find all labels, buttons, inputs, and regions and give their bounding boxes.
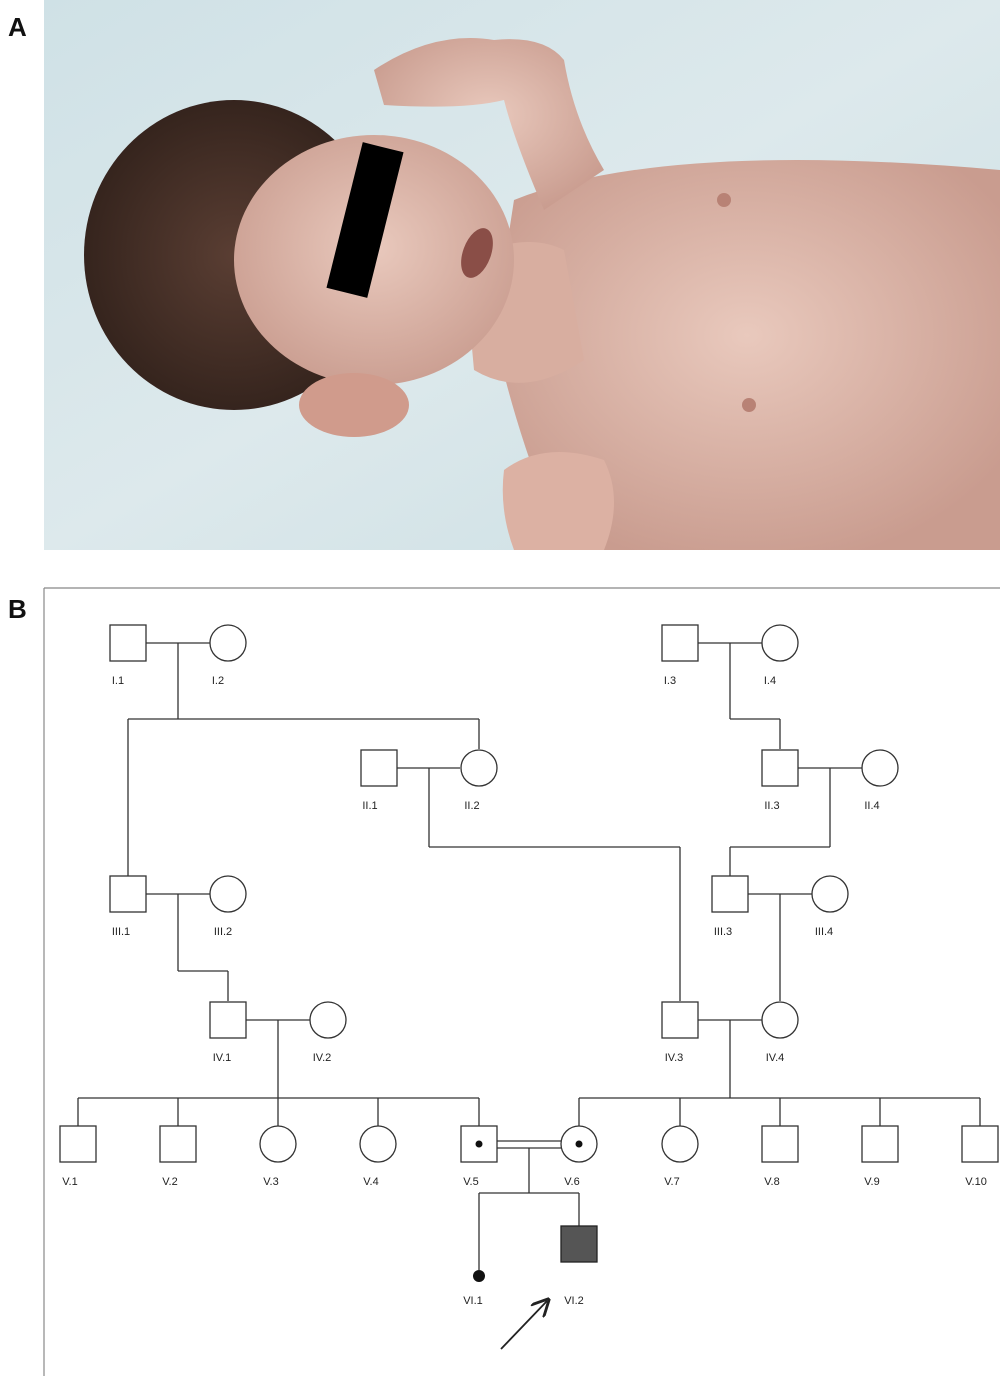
label-individual: III.1	[112, 926, 130, 938]
label-individual: III.4	[815, 926, 833, 938]
affected-male-symbol	[561, 1226, 597, 1262]
pedigree-lines	[78, 643, 980, 1270]
male-symbol	[110, 876, 146, 912]
female-symbol	[662, 1126, 698, 1162]
male-symbol	[862, 1126, 898, 1162]
female-symbol	[461, 750, 497, 786]
label-individual: V.6	[564, 1176, 580, 1188]
label-individual: IV.3	[665, 1052, 684, 1064]
label-individual: III.3	[714, 926, 732, 938]
label-individual: II.2	[464, 800, 479, 812]
label-individual: II.3	[764, 800, 779, 812]
label-individual: V.2	[162, 1176, 178, 1188]
label-individual: I.4	[764, 675, 776, 687]
deceased-female-dot	[473, 1270, 485, 1282]
male-symbol	[712, 876, 748, 912]
individual-labels: I.1 I.2 I.3 I.4 II.1 II.2 II.3 II.4 III.…	[62, 675, 987, 1307]
label-individual: III.2	[214, 926, 232, 938]
male-symbol	[210, 1002, 246, 1038]
generation-VI	[473, 1226, 597, 1282]
label-individual: II.4	[864, 800, 879, 812]
male-symbol	[60, 1126, 96, 1162]
male-symbol	[662, 1002, 698, 1038]
label-individual: IV.2	[313, 1052, 332, 1064]
male-symbol	[662, 625, 698, 661]
label-individual: V.3	[263, 1176, 279, 1188]
female-symbol	[260, 1126, 296, 1162]
female-symbol	[210, 876, 246, 912]
male-symbol	[110, 625, 146, 661]
carrier-dot	[476, 1141, 483, 1148]
label-individual: I.1	[112, 675, 124, 687]
label-individual: V.9	[864, 1176, 880, 1188]
generation-I	[110, 625, 798, 661]
label-individual: IV.4	[766, 1052, 785, 1064]
male-symbol	[762, 750, 798, 786]
label-individual: I.2	[212, 675, 224, 687]
label-individual: V.8	[764, 1176, 780, 1188]
label-individual: V.1	[62, 1176, 78, 1188]
male-symbol	[361, 750, 397, 786]
label-individual: IV.1	[213, 1052, 232, 1064]
label-individual: I.3	[664, 675, 676, 687]
label-individual: VI.1	[463, 1295, 483, 1307]
female-symbol	[310, 1002, 346, 1038]
female-symbol	[862, 750, 898, 786]
label-individual: VI.2	[564, 1295, 584, 1307]
label-individual: V.10	[965, 1176, 987, 1188]
carrier-dot	[576, 1141, 583, 1148]
female-symbol	[762, 1002, 798, 1038]
label-individual: II.1	[362, 800, 377, 812]
male-symbol	[160, 1126, 196, 1162]
label-individual: V.7	[664, 1176, 680, 1188]
female-symbol	[210, 625, 246, 661]
female-symbol	[360, 1126, 396, 1162]
female-symbol	[812, 876, 848, 912]
label-individual: V.5	[463, 1176, 479, 1188]
male-symbol	[962, 1126, 998, 1162]
proband-arrow	[501, 1301, 547, 1349]
generation-III	[110, 876, 848, 912]
male-symbol	[762, 1126, 798, 1162]
label-individual: V.4	[363, 1176, 379, 1188]
pedigree-frame	[44, 588, 1000, 1376]
female-symbol	[762, 625, 798, 661]
